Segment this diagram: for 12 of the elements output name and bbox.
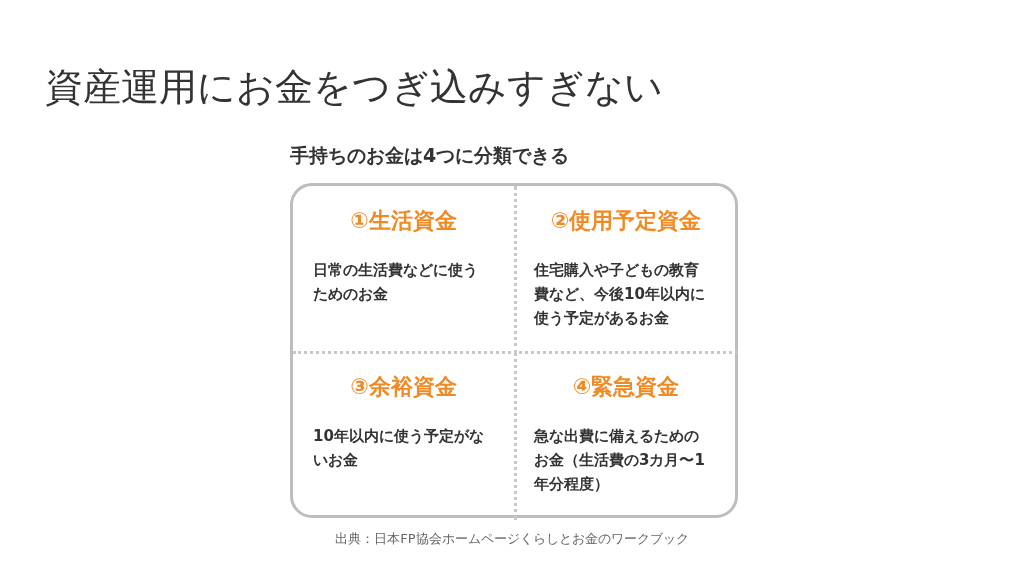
description: 急な出費に備えるためのお金（生活費の3カ月〜1年分程度） (534, 426, 706, 495)
heading: 手持ちのお金は4つに分類できる (290, 143, 570, 169)
description: 日常の生活費などに使うためのお金 (313, 260, 479, 305)
description: 住宅購入や子どもの教育費など、今後10年以内に使う予定があるお金 (534, 260, 706, 329)
description: 10年以内に使う予定がないお金 (313, 426, 485, 471)
category-heading: ④緊急資金 (572, 373, 680, 401)
slide-title: 資産運用にお金をつぎ込みすぎない (45, 64, 663, 111)
category-heading: ①生活資金 (350, 207, 457, 235)
source-note: 出典：日本FP協会ホームページくらしとお金のワークブック (335, 530, 689, 548)
rounded-panel (290, 183, 738, 518)
category-heading: ②使用予定資金 (550, 207, 702, 235)
category-heading: ③余裕資金 (350, 373, 457, 401)
